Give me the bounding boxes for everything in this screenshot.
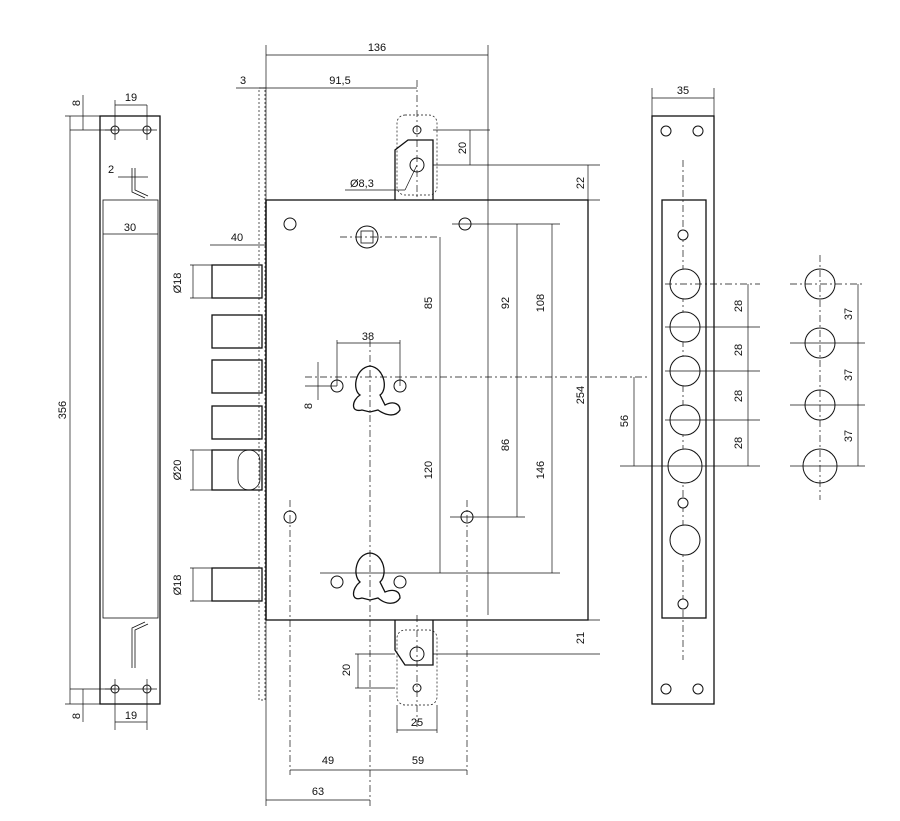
latch <box>211 449 263 491</box>
dim-case-width: 136 <box>368 42 386 54</box>
dim-case-height: 254 <box>575 386 587 404</box>
dim-upper-hole: Ø8,3 <box>350 178 374 190</box>
bolt <box>211 359 263 394</box>
dim-bolt-dia-bottom: Ø18 <box>172 575 184 596</box>
dim-lower-gap: 21 <box>575 632 587 644</box>
dim-overall-height: 356 <box>57 401 69 419</box>
dim-strip-top-offset: 8 <box>71 100 83 106</box>
dim-upper-gap: 22 <box>575 177 587 189</box>
dim-hole-to-center-top: 92 <box>500 297 512 309</box>
fixing-hole <box>283 217 297 231</box>
dim-center-to-bolts: 56 <box>619 415 631 427</box>
lower-rod-bracket <box>394 620 434 666</box>
keeper-holes-view: 37 37 37 <box>790 255 865 500</box>
dim-hole-to-center-left: 49 <box>322 755 334 767</box>
dim-top-to-center: 108 <box>535 294 547 312</box>
strike-plate-outline <box>99 115 161 705</box>
dim-center-to-hole-right: 59 <box>412 755 424 767</box>
dim-center-to-lower-hole: 86 <box>500 439 512 451</box>
dim-keeper-pitch-2: 37 <box>843 369 855 381</box>
dim-upper-bolt: 20 <box>457 142 469 154</box>
dim-keeper-pitch-3: 37 <box>843 430 855 442</box>
dim-rod-pitch-4: 28 <box>733 437 745 449</box>
dim-keeper-pitch-1: 37 <box>843 308 855 320</box>
dim-lower-bolt: 20 <box>341 664 353 676</box>
bolt <box>211 567 263 602</box>
lower-cylinder-cut <box>352 552 401 604</box>
dim-latch-dia: Ø20 <box>172 460 184 481</box>
faceplate-inner <box>661 199 707 619</box>
dim-faceplate-width: 35 <box>677 85 689 97</box>
faceplate-outline <box>651 115 715 705</box>
dim-strip-width: 30 <box>124 222 136 234</box>
bolt <box>211 314 263 349</box>
dim-lower-bolt-width: 25 <box>411 717 423 729</box>
dim-strip-lip: 2 <box>108 164 114 176</box>
upper-rod-bracket <box>394 139 434 200</box>
dim-hole-pitch-top: 19 <box>125 92 137 104</box>
dim-cyl-mount-width: 38 <box>362 331 374 343</box>
dim-rod-pitch-2: 28 <box>733 344 745 356</box>
dim-faceplate: 3 <box>240 75 246 87</box>
faceplate-front-view: 35 28 28 28 28 56 <box>619 85 760 705</box>
dim-rod-pitch-1: 28 <box>733 300 745 312</box>
strike-plate-view: 356 8 8 19 19 2 30 <box>57 92 161 730</box>
lock-case <box>265 199 589 621</box>
faceplate <box>258 87 266 701</box>
dim-bolt-projection: 40 <box>231 232 243 244</box>
dim-spindle-to-cyl: 85 <box>423 297 435 309</box>
bolt <box>211 405 263 440</box>
dim-rod-pitch-3: 28 <box>733 390 745 402</box>
bolt-opening <box>669 524 701 556</box>
strike-plate-pocket <box>102 199 159 619</box>
dim-strip-bottom-offset: 8 <box>71 713 83 719</box>
dim-cyl-to-lower: 120 <box>423 461 435 479</box>
dim-center-to-lower-cyl: 146 <box>535 461 547 479</box>
lock-body-view: 136 3 91,5 20 Ø8,3 22 40 Ø18 85 92 <box>172 42 650 806</box>
dim-bolt-dia-top: Ø18 <box>172 273 184 294</box>
dim-spindle-offset: 91,5 <box>329 75 350 87</box>
dim-backset: 63 <box>312 786 324 798</box>
dim-cyl-small-offset: 8 <box>303 403 315 409</box>
upper-cylinder-cut <box>352 365 401 416</box>
deadbolts <box>210 244 266 602</box>
dim-hole-pitch-bottom: 19 <box>125 710 137 722</box>
bolt <box>211 264 263 299</box>
